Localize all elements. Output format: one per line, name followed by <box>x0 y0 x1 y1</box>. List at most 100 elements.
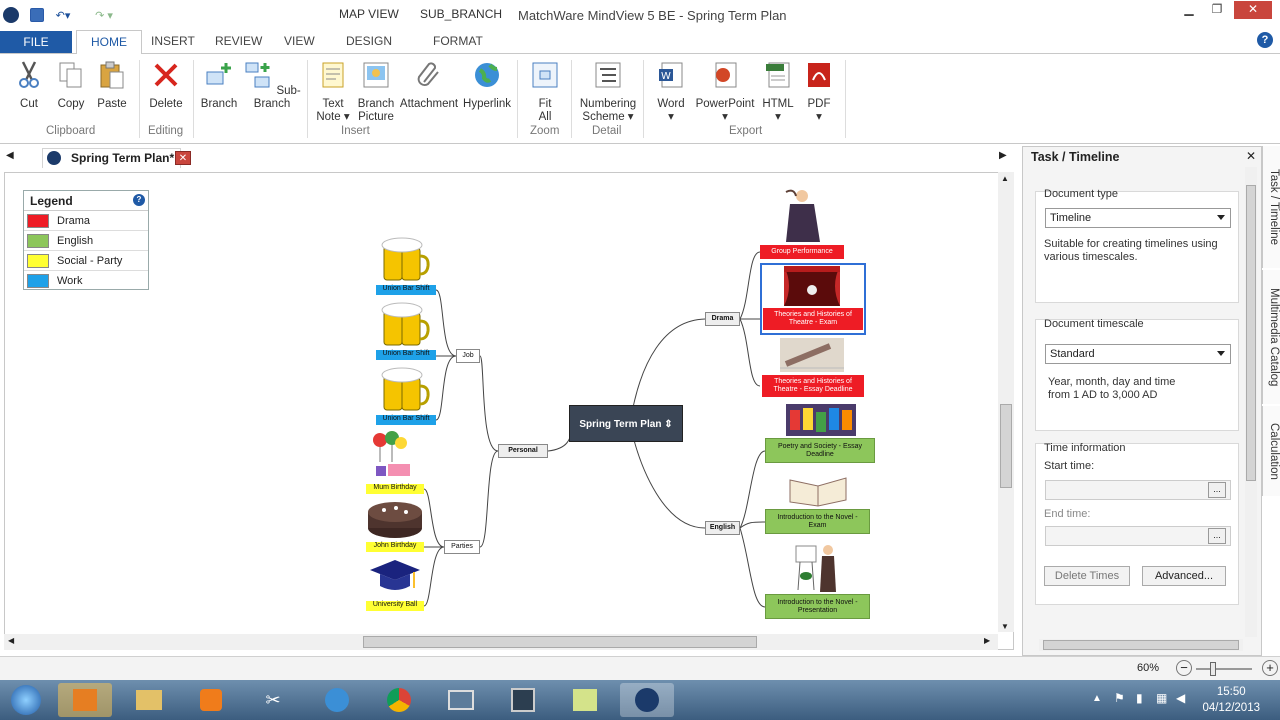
side-tab-multimedia-catalog[interactable]: Multimedia Catalog <box>1262 270 1280 404</box>
zoom-slider[interactable] <box>1196 662 1252 676</box>
leaf-union-bar-shift[interactable]: Union Bar Shift <box>376 285 436 295</box>
action-center-icon[interactable]: ⚑ <box>1114 691 1125 705</box>
document-type-select[interactable]: Timeline <box>1045 208 1231 228</box>
end-time-browse-button[interactable]: ... <box>1208 528 1226 544</box>
copy-button[interactable]: Copy <box>54 60 88 111</box>
export-pdf-button[interactable]: PDF▾ <box>802 60 836 124</box>
tray-expand-icon[interactable]: ▲ <box>1092 693 1102 704</box>
paste-button[interactable]: Paste <box>95 60 129 111</box>
vertical-scroll-thumb[interactable] <box>1000 404 1012 488</box>
snipping-tool-taskbar-icon[interactable]: ✂ <box>265 689 281 710</box>
internet-explorer-taskbar-icon[interactable] <box>310 683 364 717</box>
system-clock[interactable]: 15:50 04/12/2013 <box>1202 684 1260 716</box>
beer-mugs-picture[interactable] <box>380 301 430 349</box>
mindview-taskbar-icon[interactable] <box>620 683 674 717</box>
app-logo-icon[interactable] <box>2 6 20 24</box>
export-powerpoint-button[interactable]: PowerPoint▾ <box>692 60 758 124</box>
maximize-button[interactable]: ❐ <box>1211 2 1223 16</box>
graduation-cap-picture[interactable] <box>368 556 422 600</box>
tab-home[interactable]: HOME <box>76 30 142 55</box>
chocolate-cake-picture[interactable] <box>366 498 424 540</box>
delete-times-button[interactable]: Delete Times <box>1044 566 1130 586</box>
document-tab[interactable]: Spring Term Plan* <box>42 148 182 168</box>
horizontal-scroll-thumb[interactable] <box>363 636 757 648</box>
remote-desktop-taskbar-icon[interactable] <box>434 683 488 717</box>
poetry-letters-picture[interactable] <box>786 404 856 436</box>
export-word-button[interactable]: W Word▾ <box>652 60 690 124</box>
branch-drama[interactable]: Drama <box>705 312 740 326</box>
sticky-notes-taskbar-icon[interactable] <box>558 683 612 717</box>
beer-mugs-picture[interactable] <box>380 366 430 414</box>
scroll-right-icon[interactable]: ▶ <box>984 636 991 645</box>
advanced-button[interactable]: Advanced... <box>1142 566 1226 586</box>
legend-item[interactable]: Social - Party <box>24 251 148 271</box>
leaf-group-performance[interactable]: Group Performance <box>760 245 844 259</box>
hyperlink-button[interactable]: Hyperlink <box>461 60 513 111</box>
scroll-down-icon[interactable]: ▼ <box>1001 622 1009 631</box>
volume-icon[interactable]: ◀ <box>1176 691 1186 705</box>
tab-scroll-left-icon[interactable]: ◀ <box>6 150 14 161</box>
branch-job[interactable]: Job <box>456 349 480 363</box>
legend-help-icon[interactable]: ? <box>133 194 145 206</box>
panel-close-icon[interactable]: ✕ <box>1245 149 1256 163</box>
tab-file[interactable]: FILE <box>0 31 72 53</box>
media-player-taskbar-icon[interactable] <box>184 683 238 717</box>
leaf-theories-exam[interactable]: Theories and Histories of Theatre - Exam <box>763 308 863 330</box>
leaf-union-bar-shift[interactable]: Union Bar Shift <box>376 415 436 425</box>
panel-scroll-thumb[interactable] <box>1246 185 1256 481</box>
zoom-in-button[interactable]: + <box>1262 660 1278 676</box>
side-tab-calculation[interactable]: Calculation <box>1262 406 1280 496</box>
app-taskbar-icon[interactable] <box>496 683 550 717</box>
tab-insert[interactable]: INSERT <box>151 34 195 48</box>
outlook-taskbar-icon[interactable] <box>58 683 112 717</box>
attachment-button[interactable]: Attachment <box>399 60 459 111</box>
start-time-field[interactable] <box>1045 480 1231 500</box>
selected-node-frame[interactable] <box>760 263 866 335</box>
redo-icon[interactable]: ↷ ▾ <box>95 9 113 22</box>
balloons-cake-picture[interactable] <box>370 430 418 480</box>
end-time-field[interactable] <box>1045 526 1231 546</box>
canvas-vertical-scrollbar[interactable]: ▲ ▼ <box>998 172 1014 632</box>
context-tab-sub-branch[interactable]: SUB_BRANCH <box>420 7 503 21</box>
fit-all-button[interactable]: Fit All <box>525 60 565 124</box>
context-tab-map-view[interactable]: MAP VIEW <box>339 7 399 21</box>
panel-vertical-scrollbar[interactable] <box>1245 167 1257 637</box>
tab-design[interactable]: DESIGN <box>346 34 393 48</box>
tab-review[interactable]: REVIEW <box>215 34 263 48</box>
numbering-scheme-button[interactable]: Numbering Scheme ▾ <box>578 60 638 124</box>
legend-panel[interactable]: Legend ? Drama English Social - Party Wo… <box>23 190 149 290</box>
leaf-mum-birthday[interactable]: Mum Birthday <box>366 484 424 494</box>
open-book-picture[interactable] <box>788 472 848 508</box>
network-icon[interactable]: ▦ <box>1156 691 1168 705</box>
delete-button[interactable]: Delete <box>146 60 186 111</box>
writing-hand-picture[interactable] <box>780 338 844 372</box>
help-icon[interactable]: ? <box>1257 32 1273 48</box>
tab-view[interactable]: VIEW <box>284 34 315 48</box>
leaf-union-bar-shift[interactable]: Union Bar Shift <box>376 350 436 360</box>
panel-horizontal-scrollbar[interactable] <box>1039 639 1243 651</box>
beer-mugs-picture[interactable] <box>380 236 430 284</box>
text-note-button[interactable]: Text Note ▾ <box>313 60 353 124</box>
document-timescale-select[interactable]: Standard <box>1045 344 1231 364</box>
root-topic[interactable]: Spring Term Plan ⇕ <box>569 405 683 442</box>
leaf-theories-essay[interactable]: Theories and Histories of Theatre - Essa… <box>762 375 864 397</box>
zoom-out-button[interactable]: − <box>1176 660 1192 676</box>
undo-icon[interactable]: ↶▾ <box>55 9 71 22</box>
legend-item[interactable]: Drama <box>24 211 148 231</box>
branch-picture-button[interactable]: Branch Picture <box>355 60 397 124</box>
minimize-button[interactable]: ▁ <box>1184 2 1194 16</box>
power-icon[interactable]: ▮ <box>1136 691 1143 705</box>
leaf-novel-exam[interactable]: Introduction to the Novel - Exam <box>765 509 870 534</box>
presenter-figure-picture[interactable] <box>794 540 840 594</box>
start-button[interactable] <box>2 683 50 717</box>
scroll-left-icon[interactable]: ◀ <box>8 636 15 645</box>
leaf-john-birthday[interactable]: John Birthday <box>366 542 424 552</box>
leaf-poetry-society[interactable]: Poetry and Society - Essay Deadline <box>765 438 875 463</box>
start-time-browse-button[interactable]: ... <box>1208 482 1226 498</box>
side-tab-task-timeline[interactable]: Task / Timeline <box>1262 146 1280 268</box>
cut-button[interactable]: Cut <box>12 60 46 111</box>
legend-item[interactable]: Work <box>24 271 148 291</box>
close-window-button[interactable]: ✕ <box>1234 1 1272 19</box>
canvas-horizontal-scrollbar[interactable]: ◀ ▶ <box>4 634 998 650</box>
branch-english[interactable]: English <box>705 521 740 535</box>
